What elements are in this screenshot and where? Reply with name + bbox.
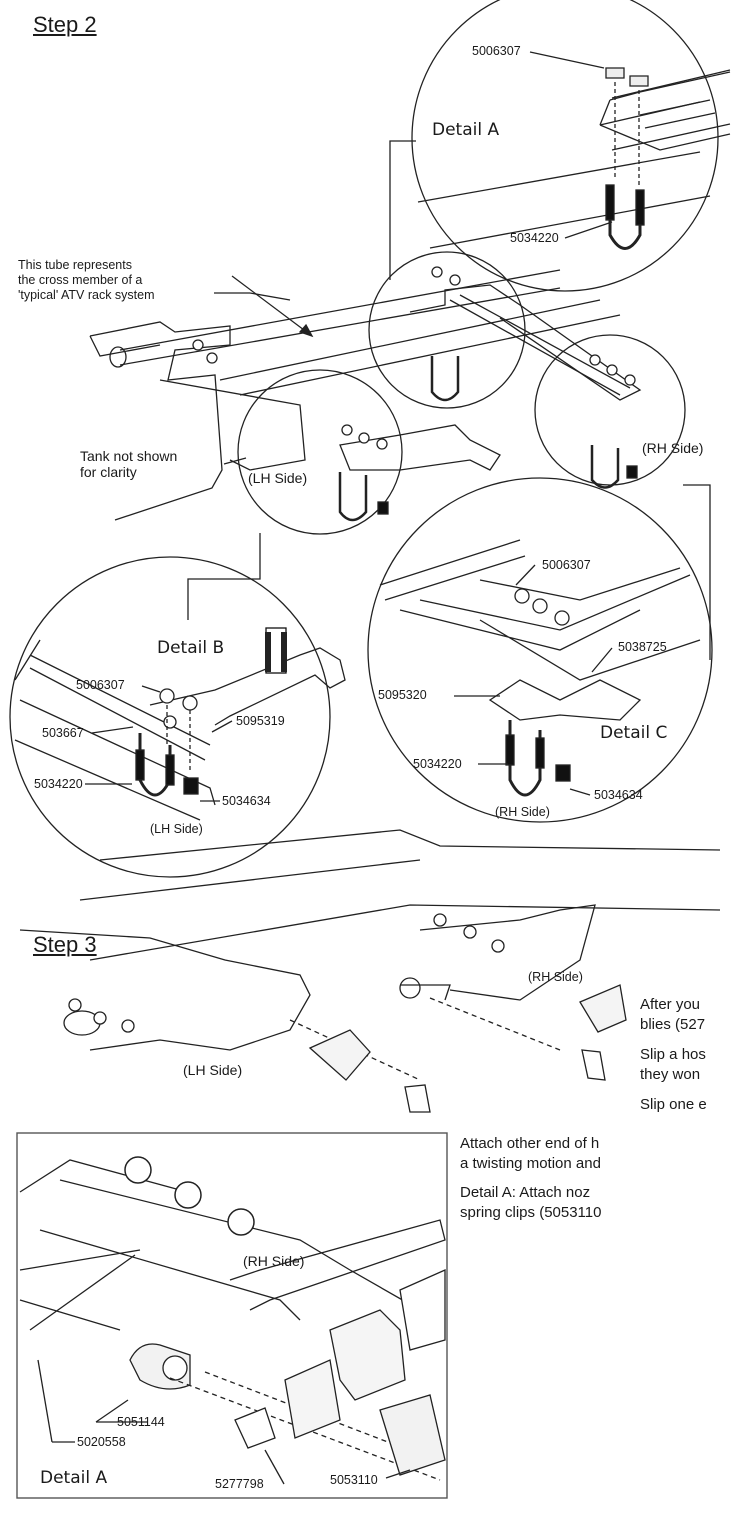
step3-detail-clip-part: 5053110 (330, 1473, 378, 1487)
detail-a-circle (411, 0, 719, 292)
step3-detail-hose-part: 5020558 (77, 1435, 126, 1449)
detail-c-bolt-part: 5034634 (594, 788, 643, 802)
step3-tube (79, 829, 721, 961)
tube-note-line2: the cross member of a (18, 273, 143, 287)
detail-a-nuts (605, 67, 649, 185)
step3-para1-line1: After you (640, 996, 701, 1013)
rh-side-label: (RH Side) (642, 440, 704, 456)
detail-c-circle (367, 477, 713, 823)
detail-c-ubolt-part: 5034220 (413, 757, 462, 771)
step3-detail-a-text-line2: spring clips (5053110 (460, 1204, 602, 1221)
detail-a-ubolt (608, 185, 642, 250)
detail-b-side-label: (LH Side) (150, 822, 203, 836)
detail-b-title: Detail B (157, 638, 225, 658)
step3-rh-side-label: (RH Side) (528, 970, 583, 984)
tank-note-line1: Tank not shown (80, 448, 178, 464)
detail-b-nut-part: 5006307 (76, 678, 125, 692)
step3-detail-box (16, 1132, 448, 1499)
detail-b-bracket-part: 5095319 (236, 714, 285, 728)
step3-para2-line1: Slip a hos (640, 1046, 706, 1063)
step3-detail-rh-side: (RH Side) (243, 1253, 305, 1269)
step3-detail-nozzle-part: 5277798 (215, 1477, 264, 1491)
main-tube (119, 269, 561, 366)
lh-bracket (339, 424, 501, 471)
detail-c-nut-part: 5006307 (542, 558, 591, 572)
step3-attach-line1: Attach other end of h (460, 1135, 600, 1152)
left-crossbar (89, 321, 231, 521)
tube-note-line3: 'typical' ATV rack system (18, 288, 155, 302)
step3-detail-clamp-part: 5051144 (117, 1415, 165, 1429)
detail-c-title: Detail C (600, 723, 668, 743)
detail-a-nut-part: 5006307 (472, 44, 521, 58)
step3-para2-line2: they won (640, 1066, 701, 1083)
circle-detail-b (237, 369, 403, 535)
step3-detail-a-text-line1: Detail A: Attach noz (460, 1184, 591, 1201)
right-rail (409, 284, 642, 401)
step3-heading: Step 3 (33, 932, 97, 957)
detail-c-bracket-part: 5095320 (378, 688, 427, 702)
detail-a-title: Detail A (432, 120, 500, 140)
detail-c-rail-part: 5038725 (618, 640, 667, 654)
step3-detail-a-title: Detail A (40, 1468, 108, 1488)
detail-b-circle (9, 556, 331, 878)
step3-attach-line2: a twisting motion and (460, 1155, 601, 1172)
lh-side-label: (LH Side) (248, 470, 308, 486)
circle-detail-a (368, 251, 526, 409)
step3-lh-side-label: (LH Side) (183, 1062, 243, 1078)
tube-note-line1: This tube represents (18, 258, 132, 272)
detail-b-rail-part: 503667 (42, 726, 84, 740)
detail-b-ubolt-part: 5034220 (34, 777, 83, 791)
detail-a-ubolt-part: 5034220 (510, 231, 559, 245)
detail-c-side-label: (RH Side) (495, 805, 550, 819)
circle-detail-c (534, 334, 686, 486)
step3-para3-line1: Slip one e (640, 1096, 707, 1113)
step2-heading: Step 2 (33, 12, 97, 37)
detail-b-bolt-part: 5034634 (222, 794, 271, 808)
step3-para1-line2: blies (527 (640, 1016, 706, 1033)
tank-note-line2: for clarity (80, 464, 137, 480)
